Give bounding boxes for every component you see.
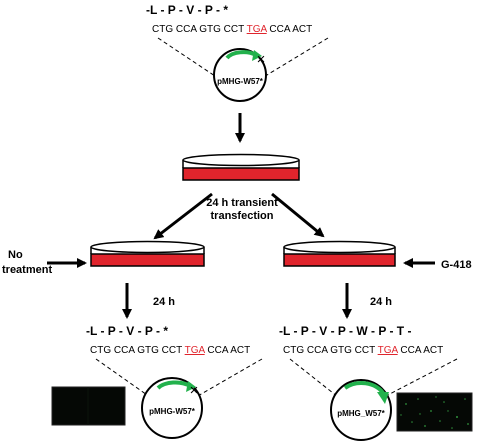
branch-arrow-left <box>153 192 213 240</box>
left-plasmid-circle <box>141 377 203 439</box>
top-gfp-arrowhead <box>252 50 262 61</box>
transfection-label-line2: transfection <box>211 210 274 222</box>
top-amino-acid-sequence: -L - P - V - P - * <box>146 3 228 17</box>
right-dashed-line-right <box>383 358 458 398</box>
right-gfp-arrow <box>343 381 385 395</box>
left-amino-acid-sequence: -L - P - V - P - * <box>86 324 168 338</box>
top-dish-medium <box>182 167 300 181</box>
right-plasmid-label: pMHG_W57* <box>337 409 385 418</box>
right-dna-sequence: CTG CCA GTG CCT TGA CCA ACT <box>283 345 443 356</box>
top-stop-codon: TGA <box>247 24 268 35</box>
no-treatment-label-line1: No <box>8 249 23 261</box>
top-stop-cross-icon: × <box>257 51 266 68</box>
no-treatment-label-line2: treatment <box>2 264 52 276</box>
left-dashed-line-right <box>195 358 263 398</box>
transfection-label-line1: 24 h transient <box>206 197 278 209</box>
branch-arrow-right <box>271 192 325 238</box>
left-plasmid-label: pMHG-W57* <box>149 407 196 416</box>
right-culture-dish <box>283 240 396 267</box>
top-culture-dish <box>182 153 300 181</box>
left-time-label: 24 h <box>153 296 175 308</box>
g418-label: G-418 <box>441 259 472 271</box>
top-plasmid-circle <box>213 48 267 102</box>
right-stop-codon: TGA <box>378 345 399 356</box>
top-dna-sequence: CTG CCA GTG CCT TGA CCA ACT <box>152 24 312 35</box>
left-stop-codon: TGA <box>185 345 206 356</box>
left-culture-dish <box>90 240 205 267</box>
left-dish-medium <box>90 253 205 267</box>
top-plasmid-label: pMHG-W57* <box>217 77 264 86</box>
right-time-label: 24 h <box>370 296 392 308</box>
right-dashed-line-left <box>289 358 339 398</box>
right-plasmid-circle <box>330 379 392 441</box>
right-dish-lid <box>283 240 396 254</box>
top-dish-lid <box>182 153 300 167</box>
top-dashed-line-right <box>261 37 329 79</box>
top-dashed-line-left <box>157 37 219 79</box>
left-gfp-arrowhead <box>186 381 196 392</box>
right-fluorescence-image <box>396 392 473 432</box>
left-gfp-arrow <box>156 380 192 390</box>
right-amino-acid-sequence: -L - P - V - P - W - P - T - <box>279 324 411 338</box>
right-gfp-arrowhead <box>377 392 389 404</box>
right-dish-medium <box>283 253 396 267</box>
left-stop-cross-icon: × <box>190 382 199 399</box>
left-dish-lid <box>90 240 205 254</box>
left-dna-sequence: CTG CCA GTG CCT TGA CCA ACT <box>90 345 250 356</box>
